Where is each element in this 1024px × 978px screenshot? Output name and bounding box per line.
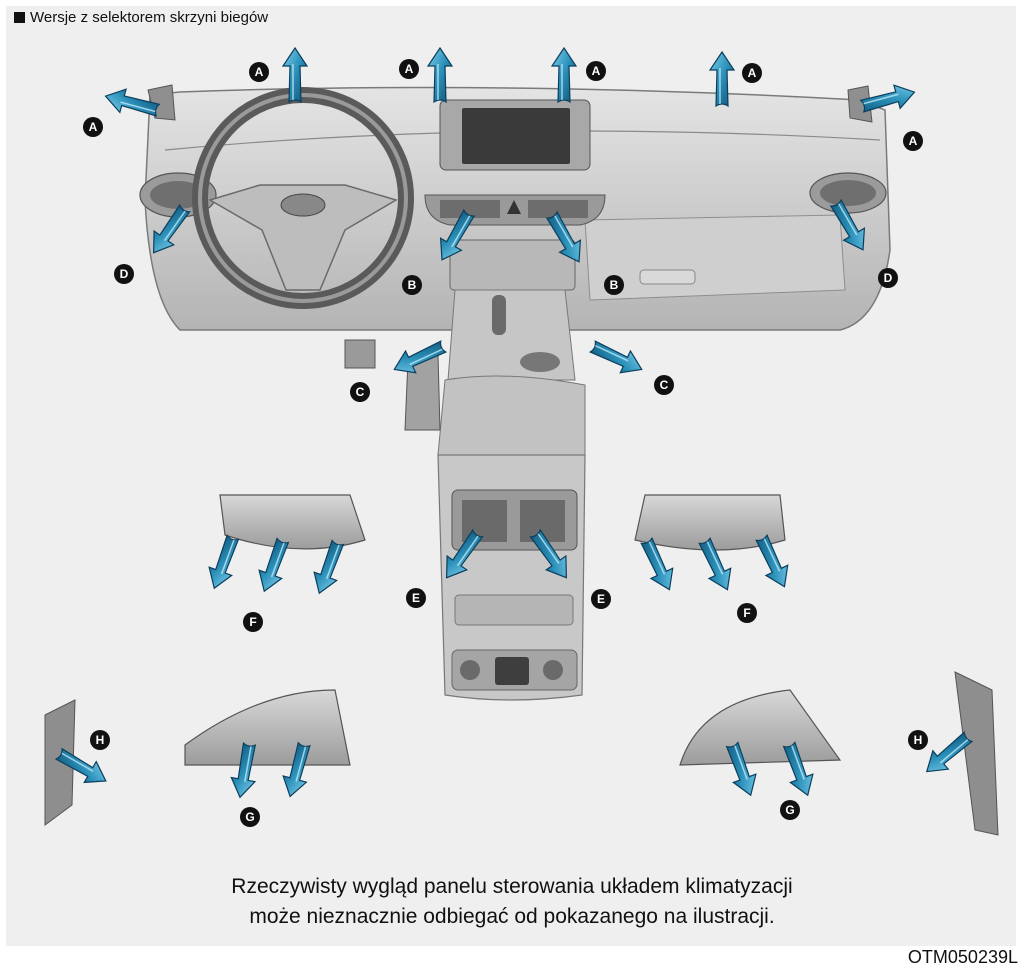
svg-text:E: E (597, 592, 605, 606)
center-console (437, 239, 586, 701)
svg-text:A: A (592, 64, 601, 78)
svg-text:C: C (356, 385, 365, 399)
label-a-2: A (399, 59, 419, 79)
svg-text:A: A (255, 65, 264, 79)
svg-text:A: A (405, 62, 414, 76)
airflow-arrow-f-1 (202, 532, 245, 594)
label-e-1: E (406, 588, 426, 608)
center-vents (424, 194, 606, 226)
label-h-1: H (90, 730, 110, 750)
svg-text:G: G (785, 803, 794, 817)
label-f-2: F (737, 603, 757, 623)
svg-text:G: G (245, 810, 254, 824)
svg-text:A: A (748, 66, 757, 80)
right-side-vent (809, 172, 887, 214)
label-f-1: F (243, 612, 263, 632)
svg-text:H: H (96, 733, 105, 747)
svg-text:A: A (89, 120, 98, 134)
pedals (344, 339, 441, 431)
svg-text:C: C (660, 378, 669, 392)
airflow-arrow-c-right (586, 334, 648, 382)
rear-floor-duct-left (219, 494, 366, 550)
figure-caption: Rzeczywisty wygląd panelu sterowania ukł… (0, 872, 1024, 932)
label-b-1: B (402, 275, 422, 295)
label-c-2: C (654, 375, 674, 395)
caption-line-2: może nieznacznie odbiegać od pokazanego … (249, 905, 775, 928)
svg-text:E: E (412, 591, 420, 605)
floor-duct-g-left (184, 689, 351, 766)
rear-pillar-vent-right (954, 671, 999, 836)
right-side-demister (847, 85, 873, 123)
svg-text:H: H (914, 733, 923, 747)
label-c-1: C (350, 382, 370, 402)
svg-text:B: B (610, 278, 619, 292)
label-a-6: A (903, 131, 923, 151)
label-g-1: G (240, 807, 260, 827)
steering-wheel (192, 87, 414, 309)
rear-pillar-vent-left (44, 699, 76, 826)
label-d-1: D (114, 264, 134, 284)
svg-text:D: D (884, 271, 893, 285)
header-text: Wersje z selektorem skrzyni biegów (30, 9, 269, 26)
floor-duct-g-right (679, 689, 842, 766)
svg-text:A: A (909, 134, 918, 148)
label-a-4: A (742, 63, 762, 83)
label-a-1: A (249, 62, 269, 82)
svg-text:F: F (743, 606, 750, 620)
center-screen (439, 99, 591, 171)
label-b-2: B (604, 275, 624, 295)
svg-text:D: D (120, 267, 129, 281)
svg-text:B: B (408, 278, 417, 292)
label-a-5: A (83, 117, 103, 137)
figure-header: Wersje z selektorem skrzyni biegów (14, 9, 268, 26)
figure-code: OTM050239L (907, 947, 1018, 967)
label-g-2: G (780, 800, 800, 820)
label-a-3: A (586, 61, 606, 81)
label-e-2: E (591, 589, 611, 609)
label-h-2: H (908, 730, 928, 750)
square-bullet-icon (14, 12, 25, 23)
svg-text:F: F (249, 615, 256, 629)
caption-line-1: Rzeczywisty wygląd panelu sterowania ukł… (231, 875, 793, 898)
label-d-2: D (878, 268, 898, 288)
vent-labels: A A A A A A D D B B C C E E F F H H G G (83, 59, 928, 827)
